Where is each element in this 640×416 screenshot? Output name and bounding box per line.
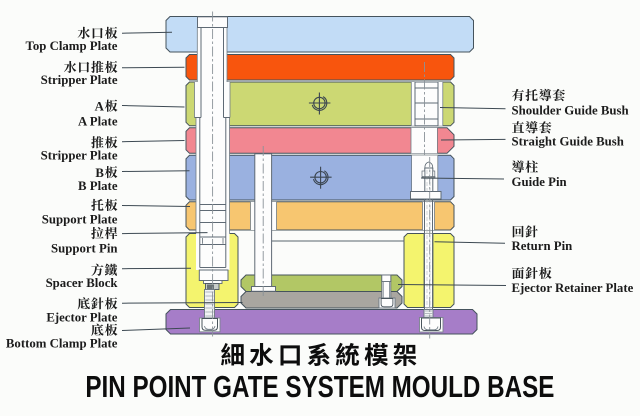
svg-text:Shoulder Guide Bush: Shoulder Guide Bush: [512, 104, 629, 118]
svg-text:A Plate: A Plate: [78, 115, 118, 129]
svg-text:B Plate: B Plate: [78, 179, 118, 193]
svg-text:Bottom Clamp Plate: Bottom Clamp Plate: [6, 336, 118, 350]
svg-text:Guide Pin: Guide Pin: [512, 175, 567, 189]
svg-text:Return Pin: Return Pin: [512, 239, 573, 253]
svg-text:Ejector Retainer Plate: Ejector Retainer Plate: [512, 281, 634, 295]
svg-text:Top Clamp Plate: Top Clamp Plate: [26, 39, 118, 53]
svg-text:Stripper Plate: Stripper Plate: [41, 73, 118, 87]
svg-text:Support Plate: Support Plate: [42, 212, 118, 226]
svg-text:Straight Guide Bush: Straight Guide Bush: [512, 134, 624, 148]
svg-text:Spacer Block: Spacer Block: [46, 276, 119, 290]
svg-text:Stripper Plate: Stripper Plate: [41, 149, 118, 163]
svg-text:PIN POINT GATE SYSTEM MOULD BA: PIN POINT GATE SYSTEM MOULD BASE: [85, 369, 554, 404]
svg-text:B: B: [95, 166, 104, 180]
svg-text:Support Pin: Support Pin: [51, 241, 118, 255]
svg-text:A: A: [95, 100, 105, 114]
svg-text:Ejector Plate: Ejector Plate: [46, 310, 117, 324]
